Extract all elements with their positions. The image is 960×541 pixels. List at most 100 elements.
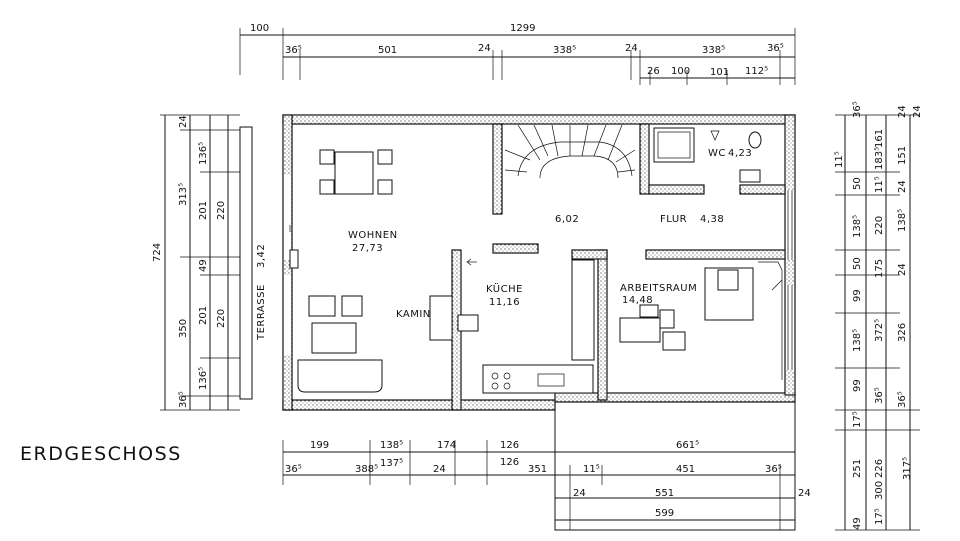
kitchen-fixtures [457, 258, 595, 394]
dim-right-115-b: 11⁵ [874, 176, 885, 193]
label-arbeitsraum: ARBEITSRAUM [620, 283, 697, 294]
dim-top-1299: 1299 [510, 23, 535, 34]
room-labels: WOHNEN 27,73 TERRASSE 3,42 KAMIN KÜCHE 1… [256, 148, 752, 341]
dim-right-99-a: 99 [852, 289, 863, 302]
dim-left-49: 49 [198, 259, 209, 272]
dim-right-226: 226 [874, 459, 885, 478]
dim-bottom-199: 199 [310, 440, 329, 451]
shower [653, 127, 695, 163]
dim-bottom-126: 126 [500, 440, 519, 451]
dim-bottom-365-left: 36⁵ [285, 464, 302, 475]
lower-extension-outline [554, 401, 796, 531]
toilet [748, 131, 762, 149]
dim-bottom-24: 24 [433, 464, 446, 475]
sofa [297, 359, 383, 393]
label-wc: WC [708, 148, 726, 159]
label-kueche: KÜCHE [486, 282, 523, 295]
dim-right-24-a: 24 [897, 105, 908, 118]
meeting-table [619, 317, 661, 343]
armchair [308, 295, 336, 317]
dim-top-100: 100 [250, 23, 269, 34]
dim-right-175: 17⁵ [852, 411, 863, 428]
terrace-rail [239, 126, 253, 400]
wall-south-west [282, 399, 556, 411]
wall-stair-west [492, 123, 503, 215]
living-furniture [289, 149, 453, 393]
dim-right-251: 251 [852, 459, 863, 478]
dim-top-3385-a: 338⁵ [553, 45, 576, 56]
dim-right-300: 300 [874, 481, 885, 500]
dim-right-49: 49 [852, 517, 863, 530]
column [289, 249, 299, 269]
wc-fixtures [653, 127, 762, 183]
dimensions-bottom: 199 138⁵ 174 126 661⁵ 36⁵ 388⁵ 137⁵ 24 1… [282, 440, 811, 530]
dim-bottom-351: 351 [528, 464, 547, 475]
dim-bottom-6615: 661⁵ [676, 440, 699, 451]
wall-kitchen-ne [571, 249, 608, 260]
wall-north [282, 114, 796, 125]
dim-bottom-451: 451 [676, 464, 695, 475]
dim-right-151: 151 [897, 146, 908, 165]
dim-top-100-b: 100 [671, 66, 690, 77]
dim-bottom-365-right: 36⁵ [765, 464, 782, 475]
dim-right-24-d: 24 [912, 105, 923, 118]
dim-right-365: 36⁵ [852, 101, 863, 118]
dim-top-365-left: 36⁵ [285, 45, 302, 56]
dim-top-3385-b: 338⁵ [702, 45, 725, 56]
area-treppe: 6,02 [555, 214, 579, 225]
area-wc: 4,23 [728, 148, 752, 159]
dim-right-365-c: 36⁵ [897, 391, 908, 408]
wall-wc-south-2 [739, 184, 786, 195]
dim-left-3135: 313⁵ [178, 183, 189, 206]
wall-kitchen-north [492, 243, 539, 254]
dim-bottom-1385: 138⁵ [380, 440, 403, 451]
dim-left-220-top: 220 [216, 201, 227, 220]
dim-bottom-174: 174 [437, 440, 456, 451]
dim-right-50-b: 50 [852, 257, 863, 270]
dim-bottom-551: 551 [655, 488, 674, 499]
dim-left-1365-bottom: 136⁵ [198, 367, 209, 390]
wall-kitchen-east [597, 249, 608, 401]
counter-east [571, 259, 595, 361]
area-wohnen: 27,73 [352, 243, 383, 254]
dim-left-201-top: 201 [198, 201, 209, 220]
dim-left-24: 24 [178, 115, 189, 128]
dim-top-365-right: 36⁵ [767, 43, 784, 54]
dim-right-24-c: 24 [897, 263, 908, 276]
coffee-table [311, 322, 357, 354]
dim-top-26: 26 [647, 66, 660, 77]
dim-right-220: 220 [874, 216, 885, 235]
area-kueche: 11,16 [489, 297, 520, 308]
dim-right-326: 326 [897, 323, 908, 342]
dim-left-201-bottom: 201 [198, 306, 209, 325]
dim-bottom-115: 11⁵ [583, 464, 600, 475]
dim-left-350: 350 [178, 319, 189, 338]
dim-top-1125: 112⁵ [745, 66, 768, 77]
dim-right-175-b: 175 [874, 259, 885, 278]
dim-right-3175: 317⁵ [902, 457, 913, 480]
dim-right-3725: 372⁵ [874, 319, 885, 342]
office-furniture [619, 261, 783, 380]
sink [457, 314, 479, 332]
dim-bottom-1375: 137⁵ [380, 458, 403, 469]
dim-right-161: 161 [874, 129, 885, 148]
dim-left-724: 724 [152, 243, 163, 262]
dim-bottom-126-b: 126 [500, 457, 519, 468]
dim-left-1365-top: 136⁵ [198, 142, 209, 165]
dim-top-24-a: 24 [478, 43, 491, 54]
wall-arbeit-north [645, 249, 786, 260]
fireplace [429, 295, 453, 341]
dim-right-175-c: 17⁵ [874, 508, 885, 525]
dim-top-24-b: 24 [625, 43, 638, 54]
dim-right-50-a: 50 [852, 177, 863, 190]
wall-south-east [554, 392, 796, 403]
walls [239, 114, 796, 531]
dimensions-left: 724 24 313⁵ 350 36⁵ 136⁵ 201 49 201 136⁵… [152, 114, 240, 411]
dim-right-365-b: 36⁵ [874, 387, 885, 404]
dim-right-24-b: 24 [897, 180, 908, 193]
staircase [504, 124, 636, 179]
dim-top-101: 101 [710, 67, 729, 78]
area-flur: 4,38 [700, 214, 724, 225]
dim-right-99-b: 99 [852, 379, 863, 392]
